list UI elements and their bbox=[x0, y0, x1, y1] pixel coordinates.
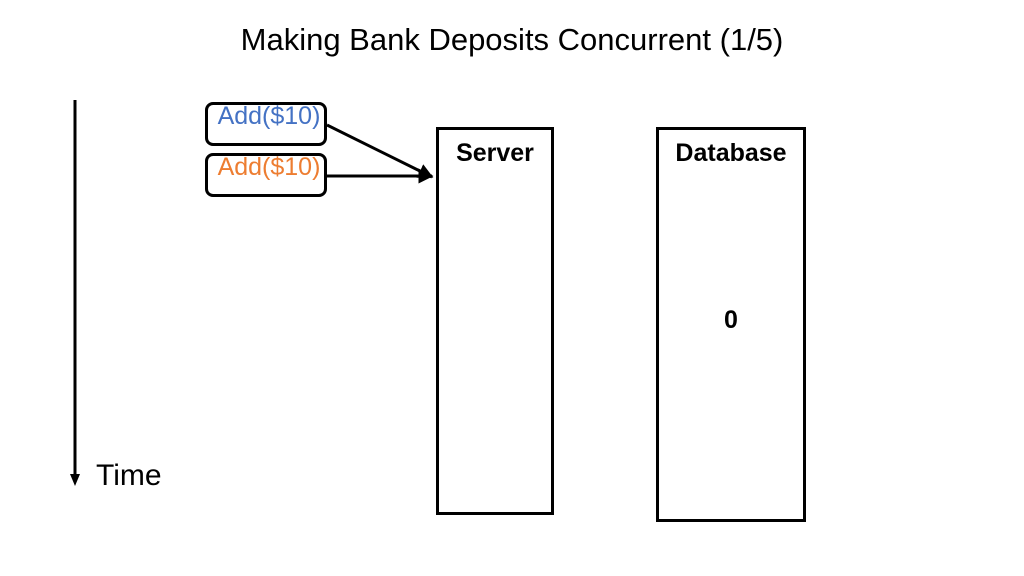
server-panel: Server bbox=[436, 127, 554, 515]
request-1-arrow bbox=[326, 123, 434, 179]
request-label-2: Add($10) bbox=[217, 153, 321, 181]
request-label-1: Add($10) bbox=[217, 102, 321, 130]
database-panel: Database 0 bbox=[656, 127, 806, 522]
slide-title: Making Bank Deposits Concurrent (1/5) bbox=[240, 22, 784, 57]
server-title: Server bbox=[456, 139, 534, 167]
time-axis-arrowhead bbox=[70, 474, 80, 486]
database-title: Database bbox=[675, 139, 787, 167]
request-box-1[interactable]: Add($10) bbox=[205, 102, 327, 146]
time-axis-label: Time bbox=[96, 459, 162, 492]
request-box-2[interactable]: Add($10) bbox=[205, 153, 327, 197]
database-value: 0 bbox=[724, 306, 738, 334]
